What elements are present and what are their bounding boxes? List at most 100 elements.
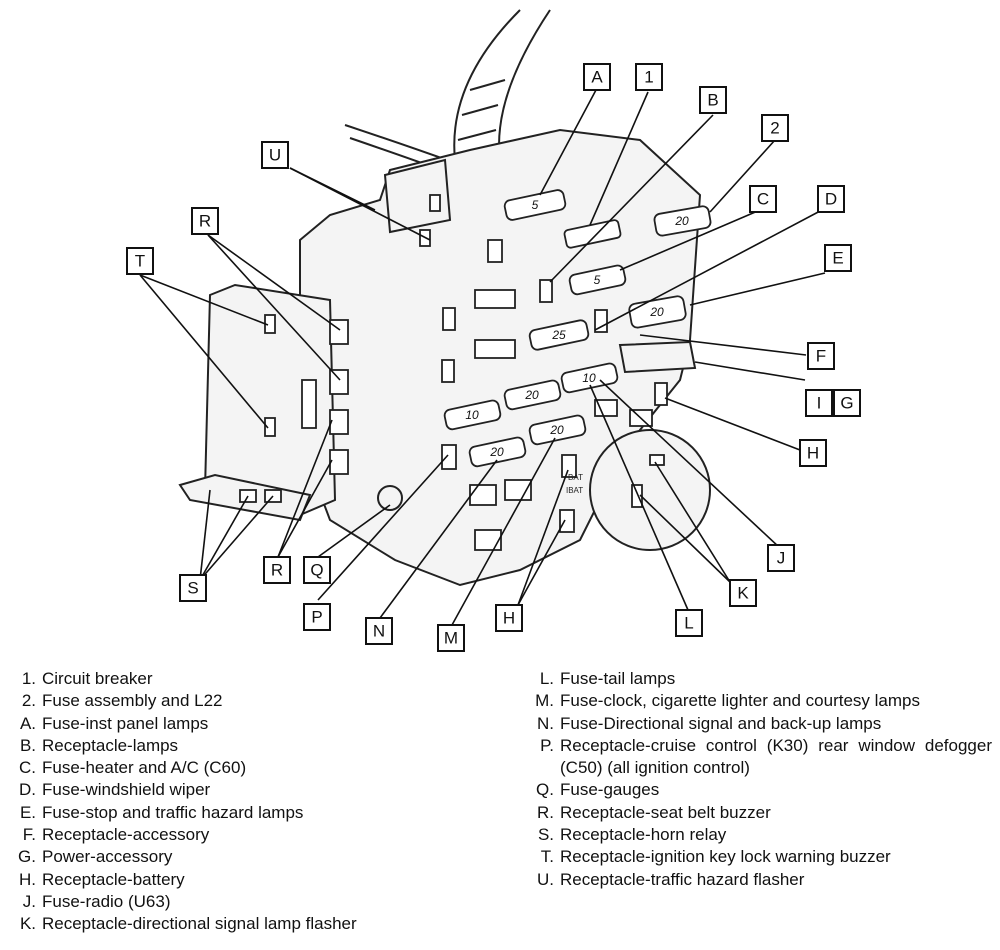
legend-key: E. — [19, 802, 36, 822]
legend-text: Fuse-radio (U63) — [42, 891, 171, 911]
fuse-item: 20 — [653, 205, 712, 237]
callout-a: A — [583, 63, 611, 91]
svg-text:Q: Q — [310, 561, 323, 580]
legend-item: S. Receptacle-horn relay — [518, 824, 992, 846]
legend-item: A.Fuse-inst panel lamps — [8, 713, 478, 735]
legend-item: N. Fuse-Directional signal and back-up la… — [518, 713, 992, 735]
svg-text:N: N — [373, 622, 385, 641]
leader-lines — [139, 89, 826, 626]
legend-text: Receptacle-horn relay — [560, 825, 727, 845]
fuse-item: 20 — [503, 379, 562, 411]
callout-u: U — [261, 141, 289, 169]
callout-g: G — [833, 389, 861, 417]
legend-item: G. Power-accessory — [8, 846, 478, 868]
callout-k: K — [729, 579, 757, 607]
legend-key: 2. — [21, 691, 36, 711]
callout-r-top: R — [191, 207, 219, 235]
legend-item: Q. Fuse-gauges — [518, 779, 992, 801]
fuse-rating: 20 — [674, 214, 689, 228]
legend-text: Receptacle-seat belt buzzer — [560, 802, 771, 822]
legend-text: Fuse-Directional signal and back-up lamp… — [560, 713, 882, 733]
legend-text: Receptacle-directional signal lamp flash… — [42, 914, 357, 934]
legend-key: T. — [540, 847, 554, 867]
callout-n: N — [365, 617, 393, 645]
callout-f: F — [807, 342, 835, 370]
legend-text: Receptacle-ignition key lock warning buz… — [560, 847, 891, 867]
fuse-item: 20 — [528, 414, 587, 446]
legend-item: H. Receptacle-battery — [8, 869, 478, 891]
svg-text:F: F — [816, 347, 826, 366]
svg-text:1: 1 — [644, 68, 653, 87]
fuse-rating: 20 — [649, 305, 664, 319]
fuse-item: 5 — [568, 264, 627, 296]
legend-text: Fuse-tail lamps — [560, 669, 676, 688]
svg-text:G: G — [840, 394, 853, 413]
legend-key: G. — [18, 847, 36, 867]
legend-text: Fuse-clock, cigarette lighter and courte… — [560, 691, 920, 711]
legend-item: C.Fuse-heater and A/C (C60) — [8, 757, 478, 779]
legend-item: 2. Fuse assembly and L22 — [8, 690, 478, 712]
legend-text: Receptacle-accessory — [42, 825, 210, 845]
callout-h-top: H — [799, 439, 827, 467]
svg-text:H: H — [807, 444, 819, 463]
fuse-rating: 5 — [532, 198, 539, 212]
callout-e: E — [824, 244, 852, 272]
callout-l: L — [675, 609, 703, 637]
legend-key: J. — [22, 891, 36, 911]
legend-key: 1. — [21, 669, 36, 688]
svg-text:H: H — [503, 609, 515, 628]
svg-text:2: 2 — [770, 119, 779, 138]
fuses: 5 20 5 25 20 10 20 10 — [443, 189, 712, 468]
legend-item: J. Fuse-radio (U63) — [8, 891, 478, 913]
legend-item: E. Fuse-stop and traffic hazard lamps — [8, 802, 478, 824]
legend-text: Fuse-gauges — [560, 780, 660, 800]
fuse-rating: 25 — [551, 328, 566, 342]
legend-key: S. — [537, 825, 554, 845]
svg-text:L: L — [684, 614, 693, 633]
ibat-label: IBAT — [566, 486, 583, 495]
callout-t: T — [126, 247, 154, 275]
bat-label: BAT — [568, 473, 583, 482]
svg-text:A: A — [591, 68, 603, 87]
fuse-block-body — [178, 128, 711, 587]
svg-text:D: D — [825, 190, 837, 209]
legend-key: L. — [539, 669, 554, 688]
legend-text: Fuse-stop and traffic hazard lamps — [42, 802, 304, 822]
legend-text: Fuse assembly and L22 — [42, 691, 223, 711]
callouts: A 1 B 2 C D E F I G H U R T S R Q P N M … — [126, 63, 861, 652]
legend-key: U. — [537, 869, 554, 889]
svg-text:R: R — [271, 561, 283, 580]
legend-text: Fuse-windshield wiper — [42, 780, 211, 800]
callout-r-bottom: R — [263, 556, 291, 584]
legend-item: F.Receptacle-accessory — [8, 824, 478, 846]
legend-item: U.Receptacle-traffic hazard flasher — [518, 869, 992, 891]
legend-text: Receptacle-battery — [42, 869, 185, 889]
svg-text:P: P — [311, 608, 322, 627]
callout-2: 2 — [761, 114, 789, 142]
callout-s: S — [179, 574, 207, 602]
fuse-item: 10 — [443, 399, 502, 431]
legend-item: R.Receptacle-seat belt buzzer — [518, 802, 992, 824]
legend-key: H. — [19, 869, 36, 889]
legend-text: Fuse-inst panel lamps — [42, 713, 209, 733]
receptacle-slots — [239, 194, 668, 551]
legend-text: Power-accessory — [42, 847, 173, 867]
legend-key: Q. — [536, 780, 554, 800]
legend-key: B. — [19, 735, 36, 755]
callout-c: C — [749, 185, 777, 213]
svg-text:M: M — [444, 629, 458, 648]
callout-p: P — [303, 603, 331, 631]
legend-item: 1.Circuit breaker — [8, 668, 478, 690]
legend-key: M. — [535, 691, 554, 711]
svg-text:I: I — [817, 394, 822, 413]
legend-item: P.Receptacle-cruise control (K30) rear w… — [518, 735, 992, 780]
callout-b: B — [699, 86, 727, 114]
svg-text:R: R — [199, 212, 211, 231]
svg-text:K: K — [737, 584, 749, 603]
callout-d: D — [817, 185, 845, 213]
fuse-rating: 10 — [582, 371, 596, 385]
svg-text:B: B — [707, 91, 718, 110]
callout-1: 1 — [635, 63, 663, 91]
legend-key: N. — [537, 713, 554, 733]
